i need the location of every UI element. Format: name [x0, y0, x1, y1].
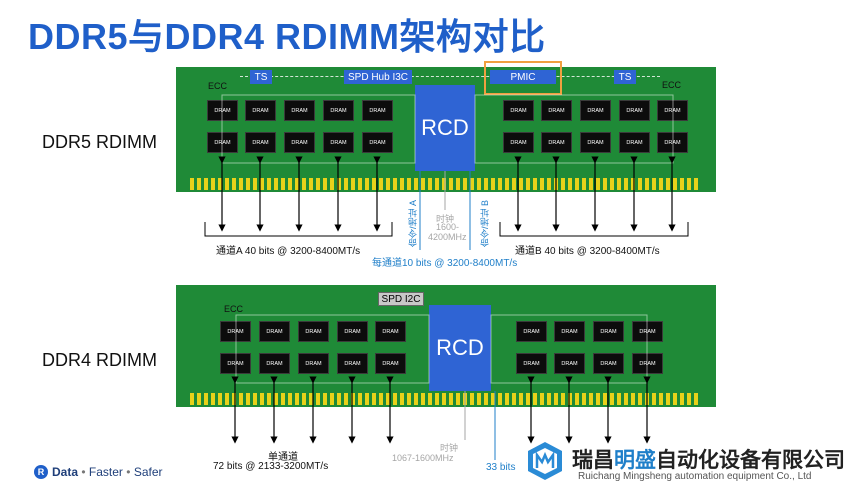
dram-chip: DRAM: [337, 321, 368, 342]
ddr5-clock-range-2: 4200MHz: [428, 232, 467, 242]
ddr4-single-channel: 单通道: [268, 452, 298, 463]
ddr4-data-arrows: [231, 376, 651, 444]
ddr5-ecc-left: ECC: [208, 81, 228, 91]
dram-chip: DRAM: [516, 353, 547, 374]
brand-faster: Faster: [88, 465, 123, 479]
page-title: DDR5与DDR4 RDIMM架构对比: [28, 16, 546, 57]
ddr4-rcd: RCD: [429, 305, 491, 391]
ddr5-board-traces: [221, 94, 674, 164]
ddr5-rcd: RCD: [415, 85, 475, 171]
company-name-cn: 瑞昌明盛自动化设备有限公司: [572, 444, 845, 474]
ddr4-single-bits: 72 bits @ 2133-3200MT/s: [213, 461, 329, 472]
dram-chip: DRAM: [298, 321, 329, 342]
dram-chip: DRAM: [554, 353, 585, 374]
company-cn-part-2: 明盛: [614, 449, 656, 472]
ddr5-spd-hub: SPD Hub I3C: [344, 70, 412, 84]
ddr5-per-channel: 每通道10 bits @ 3200-8400MT/s: [372, 258, 518, 269]
ddr5-clock-range-1: 1600-: [436, 222, 460, 232]
dram-chip: DRAM: [284, 132, 315, 153]
ddr4-clock-range: 1067-1600MHz: [392, 453, 454, 463]
ddr4-cmd-bits: 33 bits: [486, 462, 516, 473]
dram-chip: DRAM: [580, 100, 611, 121]
ddr4-spd: SPD I2C: [378, 292, 424, 306]
dram-chip: DRAM: [245, 132, 276, 153]
company-name-en: Ruichang Mingsheng automation equipment …: [578, 471, 812, 482]
dram-chip: DRAM: [298, 353, 329, 374]
brand-safer: Safer: [133, 465, 163, 479]
dram-chip: DRAM: [554, 321, 585, 342]
dram-chip: DRAM: [375, 321, 406, 342]
dram-chip: DRAM: [323, 132, 354, 153]
dram-chip: DRAM: [580, 132, 611, 153]
ddr4-board-traces: [235, 314, 648, 384]
ddr5-label: DDR5 RDIMM: [42, 132, 157, 152]
ddr4-ecc: ECC: [224, 304, 244, 314]
dram-chip: DRAM: [323, 100, 354, 121]
brand-logo-icon: R: [34, 465, 48, 479]
dram-chip: DRAM: [619, 132, 650, 153]
dram-chip: DRAM: [259, 321, 290, 342]
ddr4-clock-label: 时钟: [440, 443, 459, 453]
dram-chip: DRAM: [362, 100, 393, 121]
ddr5-pmic: PMIC: [490, 70, 556, 84]
ddr5-data-arrows: [218, 156, 676, 232]
ddr5-channel-b: 通道B 40 bits @ 3200-8400MT/s: [515, 246, 660, 257]
dram-chip: DRAM: [593, 353, 624, 374]
company-cn-part-1: 瑞昌: [572, 449, 614, 472]
ddr5-channel-a: 通道A 40 bits @ 3200-8400MT/s: [216, 246, 361, 257]
dram-chip: DRAM: [245, 100, 276, 121]
dram-chip: DRAM: [362, 132, 393, 153]
dram-chip: DRAM: [593, 321, 624, 342]
dram-chip: DRAM: [541, 132, 572, 153]
dram-chip: DRAM: [503, 132, 534, 153]
ddr5-pmic-highlight: [484, 61, 562, 95]
brand-slogan: Data • Faster • Safer: [52, 465, 163, 479]
dram-chip: DRAM: [619, 100, 650, 121]
ddr4-label: DDR4 RDIMM: [42, 350, 157, 370]
dram-chip: DRAM: [516, 321, 547, 342]
ddr5-spd-bus-line: [240, 76, 660, 77]
ddr5-cmd-lines: [419, 171, 471, 250]
ddr5-ecc-right: ECC: [662, 80, 682, 90]
ddr5-clock-label: 时钟: [436, 214, 455, 224]
ddr5-channel-brackets: [204, 222, 689, 237]
dram-chip: DRAM: [337, 353, 368, 374]
ddr5-ts-right: TS: [614, 70, 636, 84]
dram-chip: DRAM: [284, 100, 315, 121]
dram-chip: DRAM: [259, 353, 290, 374]
ddr5-ts-left: TS: [250, 70, 272, 84]
dram-chip: DRAM: [503, 100, 534, 121]
dram-chip: DRAM: [375, 353, 406, 374]
brand-data: Data: [52, 465, 79, 479]
company-logo-icon: [528, 442, 562, 480]
company-cn-part-3: 自动化设备有限公司: [656, 449, 845, 472]
dram-chip: DRAM: [541, 100, 572, 121]
